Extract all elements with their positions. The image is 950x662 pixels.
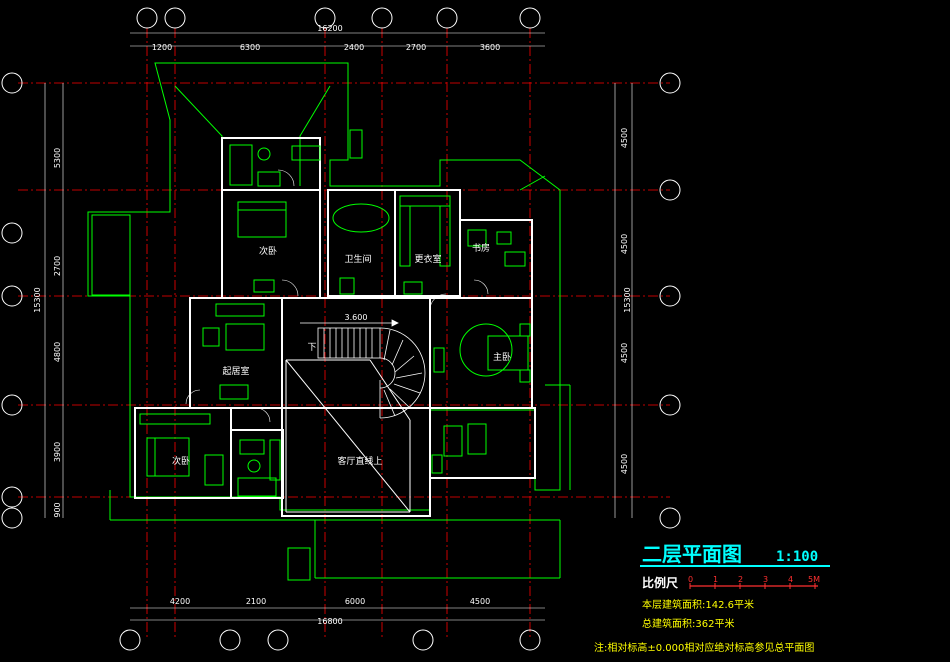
axis-lines [18,28,670,640]
dim-right-4: 4500 [620,454,629,474]
roof-outline [87,62,571,581]
floor-area: 本层建筑面积:142.6平米 [642,598,754,611]
walls [134,137,536,517]
axis-bubbles [1,7,681,651]
dim-bottom-4: 4500 [470,597,490,606]
elevation-note: 注:相对标高±0.000相对应绝对标高参见总平面图 [594,641,814,654]
dim-left-5: 900 [53,502,62,517]
dim-left-3: 4800 [53,342,62,362]
ruler-tick-1: 1 [713,575,718,584]
stair-down-label: 下 [307,343,316,353]
dim-right-1: 4500 [620,128,629,148]
dim-top-2: 6300 [240,43,260,52]
room-label-bathroom: 卫生间 [344,253,371,265]
ruler-tick-5m: 5M [808,575,820,584]
dim-bottom-2: 2100 [246,597,266,606]
dim-right-2: 4500 [620,234,629,254]
dim-top-1: 1200 [152,43,172,52]
total-area: 总建筑面积:362平米 [642,617,734,630]
drawing-title: 二层平面图 [642,542,742,566]
dim-bottom-total: 16800 [317,617,342,626]
room-label-cloakroom: 更衣室 [414,253,441,265]
room-label-bedroom-sw: 次卧 [172,455,190,467]
dimension-lines [44,32,633,621]
scale-label: 比例尺 [642,575,678,590]
dim-left-4: 3900 [53,442,62,462]
ruler-tick-0: 0 [688,575,693,584]
dim-right-total: 15300 [623,287,632,312]
stair [300,319,426,419]
dim-left-1: 5300 [53,148,62,168]
room-label-void: 客厅直线上 [337,455,382,467]
dim-left-total: 15300 [33,287,42,312]
level-marker: 3.600 [345,313,368,322]
dim-left-2: 2700 [53,256,62,276]
room-label-bedroom-ne: 次卧 [259,245,277,257]
dim-top-5: 3600 [480,43,500,52]
door-swings [185,169,489,423]
scale-ratio: 1:100 [776,549,818,565]
room-label-living: 起居室 [222,365,249,377]
furniture [139,144,531,497]
room-label-master: 主卧 [493,351,511,363]
ruler-tick-4: 4 [788,575,793,584]
void-lines [285,359,411,513]
dim-top-4: 2700 [406,43,426,52]
dim-top-3: 2400 [344,43,364,52]
dim-bottom-3: 6000 [345,597,365,606]
dim-right-3: 4500 [620,343,629,363]
dim-top-total: 16200 [317,24,342,33]
scale-ruler [689,583,818,589]
dim-bottom-1: 4200 [170,597,190,606]
ruler-tick-3: 3 [763,575,768,584]
room-label-study: 书房 [472,242,490,254]
ruler-tick-2: 2 [738,575,743,584]
